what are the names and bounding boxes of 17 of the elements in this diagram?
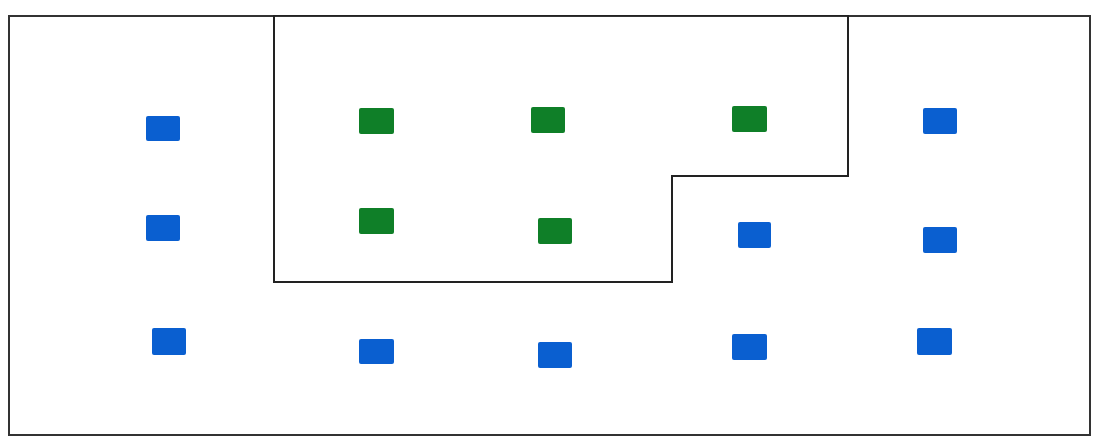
square-marker [732,334,767,360]
square-marker [146,116,180,141]
square-marker [359,208,394,234]
square-marker [738,222,771,248]
square-marker [917,328,952,355]
square-marker [359,339,394,364]
square-marker [146,215,180,241]
square-marker [531,107,565,133]
square-marker [538,342,572,368]
square-marker [923,108,957,134]
square-marker [359,108,394,134]
square-marker [538,218,572,244]
square-marker [152,328,186,355]
outlined-region [273,15,849,283]
outer-frame [8,15,1091,436]
square-marker [732,106,767,132]
square-marker [923,227,957,253]
